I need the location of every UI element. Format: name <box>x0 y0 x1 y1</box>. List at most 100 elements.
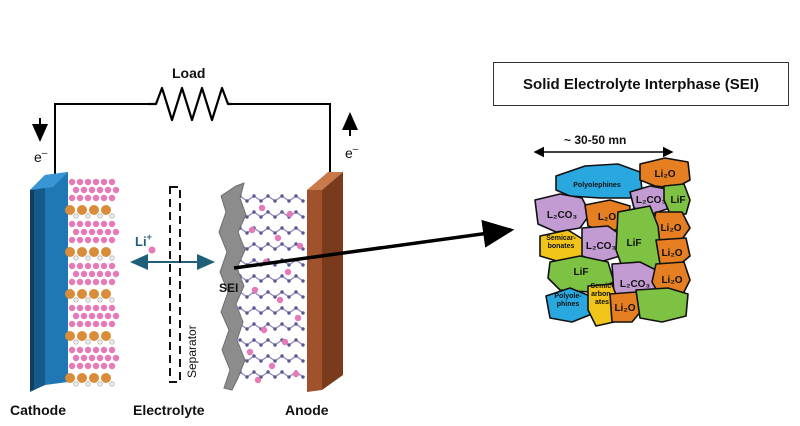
carbon-atom <box>252 322 256 326</box>
graphene-sheet <box>239 291 304 298</box>
lithium-atom <box>76 346 84 354</box>
oxygen-atom <box>77 331 87 341</box>
carbon-atom <box>252 274 256 278</box>
carbon-atom <box>287 199 291 203</box>
lithium-atom <box>84 178 92 186</box>
lithium-atom <box>92 362 100 370</box>
lithium-atom <box>100 362 108 370</box>
separator <box>169 186 181 383</box>
oxygen-atom <box>77 373 87 383</box>
lithium-atom <box>88 186 96 194</box>
lithium-atom <box>108 346 116 354</box>
carbon-atom <box>287 343 291 347</box>
carbon-atom <box>245 199 249 203</box>
lithium-atom <box>284 268 292 276</box>
lithium-atom <box>100 194 108 202</box>
lithium-atom <box>76 320 84 328</box>
lithium-atom <box>248 226 256 234</box>
lithium-atom <box>104 312 112 320</box>
carbon-atom <box>280 354 284 358</box>
lithium-atom <box>88 270 96 278</box>
carbon-atom <box>294 290 298 294</box>
metal-atom <box>85 381 91 387</box>
oxygen-atom <box>65 373 75 383</box>
lithium-atom <box>104 228 112 236</box>
metal-atom <box>109 213 115 219</box>
carbon-atom <box>259 199 263 203</box>
sei-patch-li2o-right2 <box>655 237 691 267</box>
lithium-atom <box>112 312 120 320</box>
sei-patch-label: Semicar-bonates <box>546 235 576 250</box>
lithium-atom <box>68 346 76 354</box>
oxygen-atom <box>65 205 75 215</box>
carbon-atom <box>273 231 277 235</box>
lithium-atom <box>100 262 108 270</box>
sei-patch-label: L₂CO₃ <box>547 210 578 221</box>
metal-atom <box>97 297 103 303</box>
cathode-label: Cathode <box>10 402 66 418</box>
lithium-atom <box>80 228 88 236</box>
carbon-atom <box>273 311 277 315</box>
oxygen-atom <box>89 205 99 215</box>
lithium-atom <box>92 236 100 244</box>
lithium-atom <box>100 178 108 186</box>
carbon-atom <box>287 231 291 235</box>
carbon-atom <box>238 306 242 310</box>
graphene-sheet <box>239 211 304 218</box>
electron-label-right: e– <box>345 144 359 161</box>
sei-patch-label: L₂CO₃ <box>620 279 651 290</box>
carbon-atom <box>294 338 298 342</box>
metal-atom <box>73 381 79 387</box>
oxygen-atom <box>77 247 87 257</box>
sei-patch-label: LiF <box>574 267 589 278</box>
metal-atom <box>97 213 103 219</box>
anode-plate <box>307 172 343 392</box>
oxygen-atom <box>65 289 75 299</box>
electron-label-left: e– <box>34 148 48 165</box>
lithium-atom <box>112 270 120 278</box>
oxygen-atom <box>77 205 87 215</box>
metal-atom <box>85 297 91 303</box>
sei-patch-label: Li₂O <box>661 248 682 259</box>
carbon-atom <box>287 375 291 379</box>
sei-patch-li2o-bottom <box>609 291 643 323</box>
carbon-atom <box>259 359 263 363</box>
lithium-atom <box>84 220 92 228</box>
lithium-atom <box>96 228 104 236</box>
lithium-atom <box>76 278 84 286</box>
sei-zoom-arrow <box>233 219 515 270</box>
lithium-atom <box>88 312 96 320</box>
carbon-atom <box>259 215 263 219</box>
lithium-atom <box>68 262 76 270</box>
load-resistor <box>148 86 232 122</box>
carbon-atom <box>301 311 305 315</box>
lithium-atom <box>92 194 100 202</box>
metal-atom <box>85 213 91 219</box>
carbon-atom <box>259 343 263 347</box>
lithium-atom <box>80 270 88 278</box>
oxygen-atom <box>77 289 87 299</box>
lithium-atom <box>76 362 84 370</box>
thickness-label: ~ 30-50 mn <box>564 133 626 147</box>
graphene-sheet <box>239 339 304 346</box>
carbon-atom <box>301 295 305 299</box>
carbon-atom <box>273 295 277 299</box>
carbon-atom <box>301 375 305 379</box>
lithium-atom <box>276 296 284 304</box>
metal-atom <box>97 339 103 345</box>
carbon-atom <box>280 242 284 246</box>
carbon-atom <box>259 311 263 315</box>
graphene-sheet <box>239 275 304 282</box>
lithium-atom <box>254 376 262 384</box>
lithium-atom <box>72 354 80 362</box>
carbon-atom <box>287 279 291 283</box>
lithium-atom <box>96 186 104 194</box>
lithium-atom <box>108 220 116 228</box>
lithium-atom <box>251 286 259 294</box>
carbon-atom <box>266 354 270 358</box>
carbon-atom <box>252 194 256 198</box>
metal-atom <box>85 255 91 261</box>
lithium-atom <box>88 354 96 362</box>
